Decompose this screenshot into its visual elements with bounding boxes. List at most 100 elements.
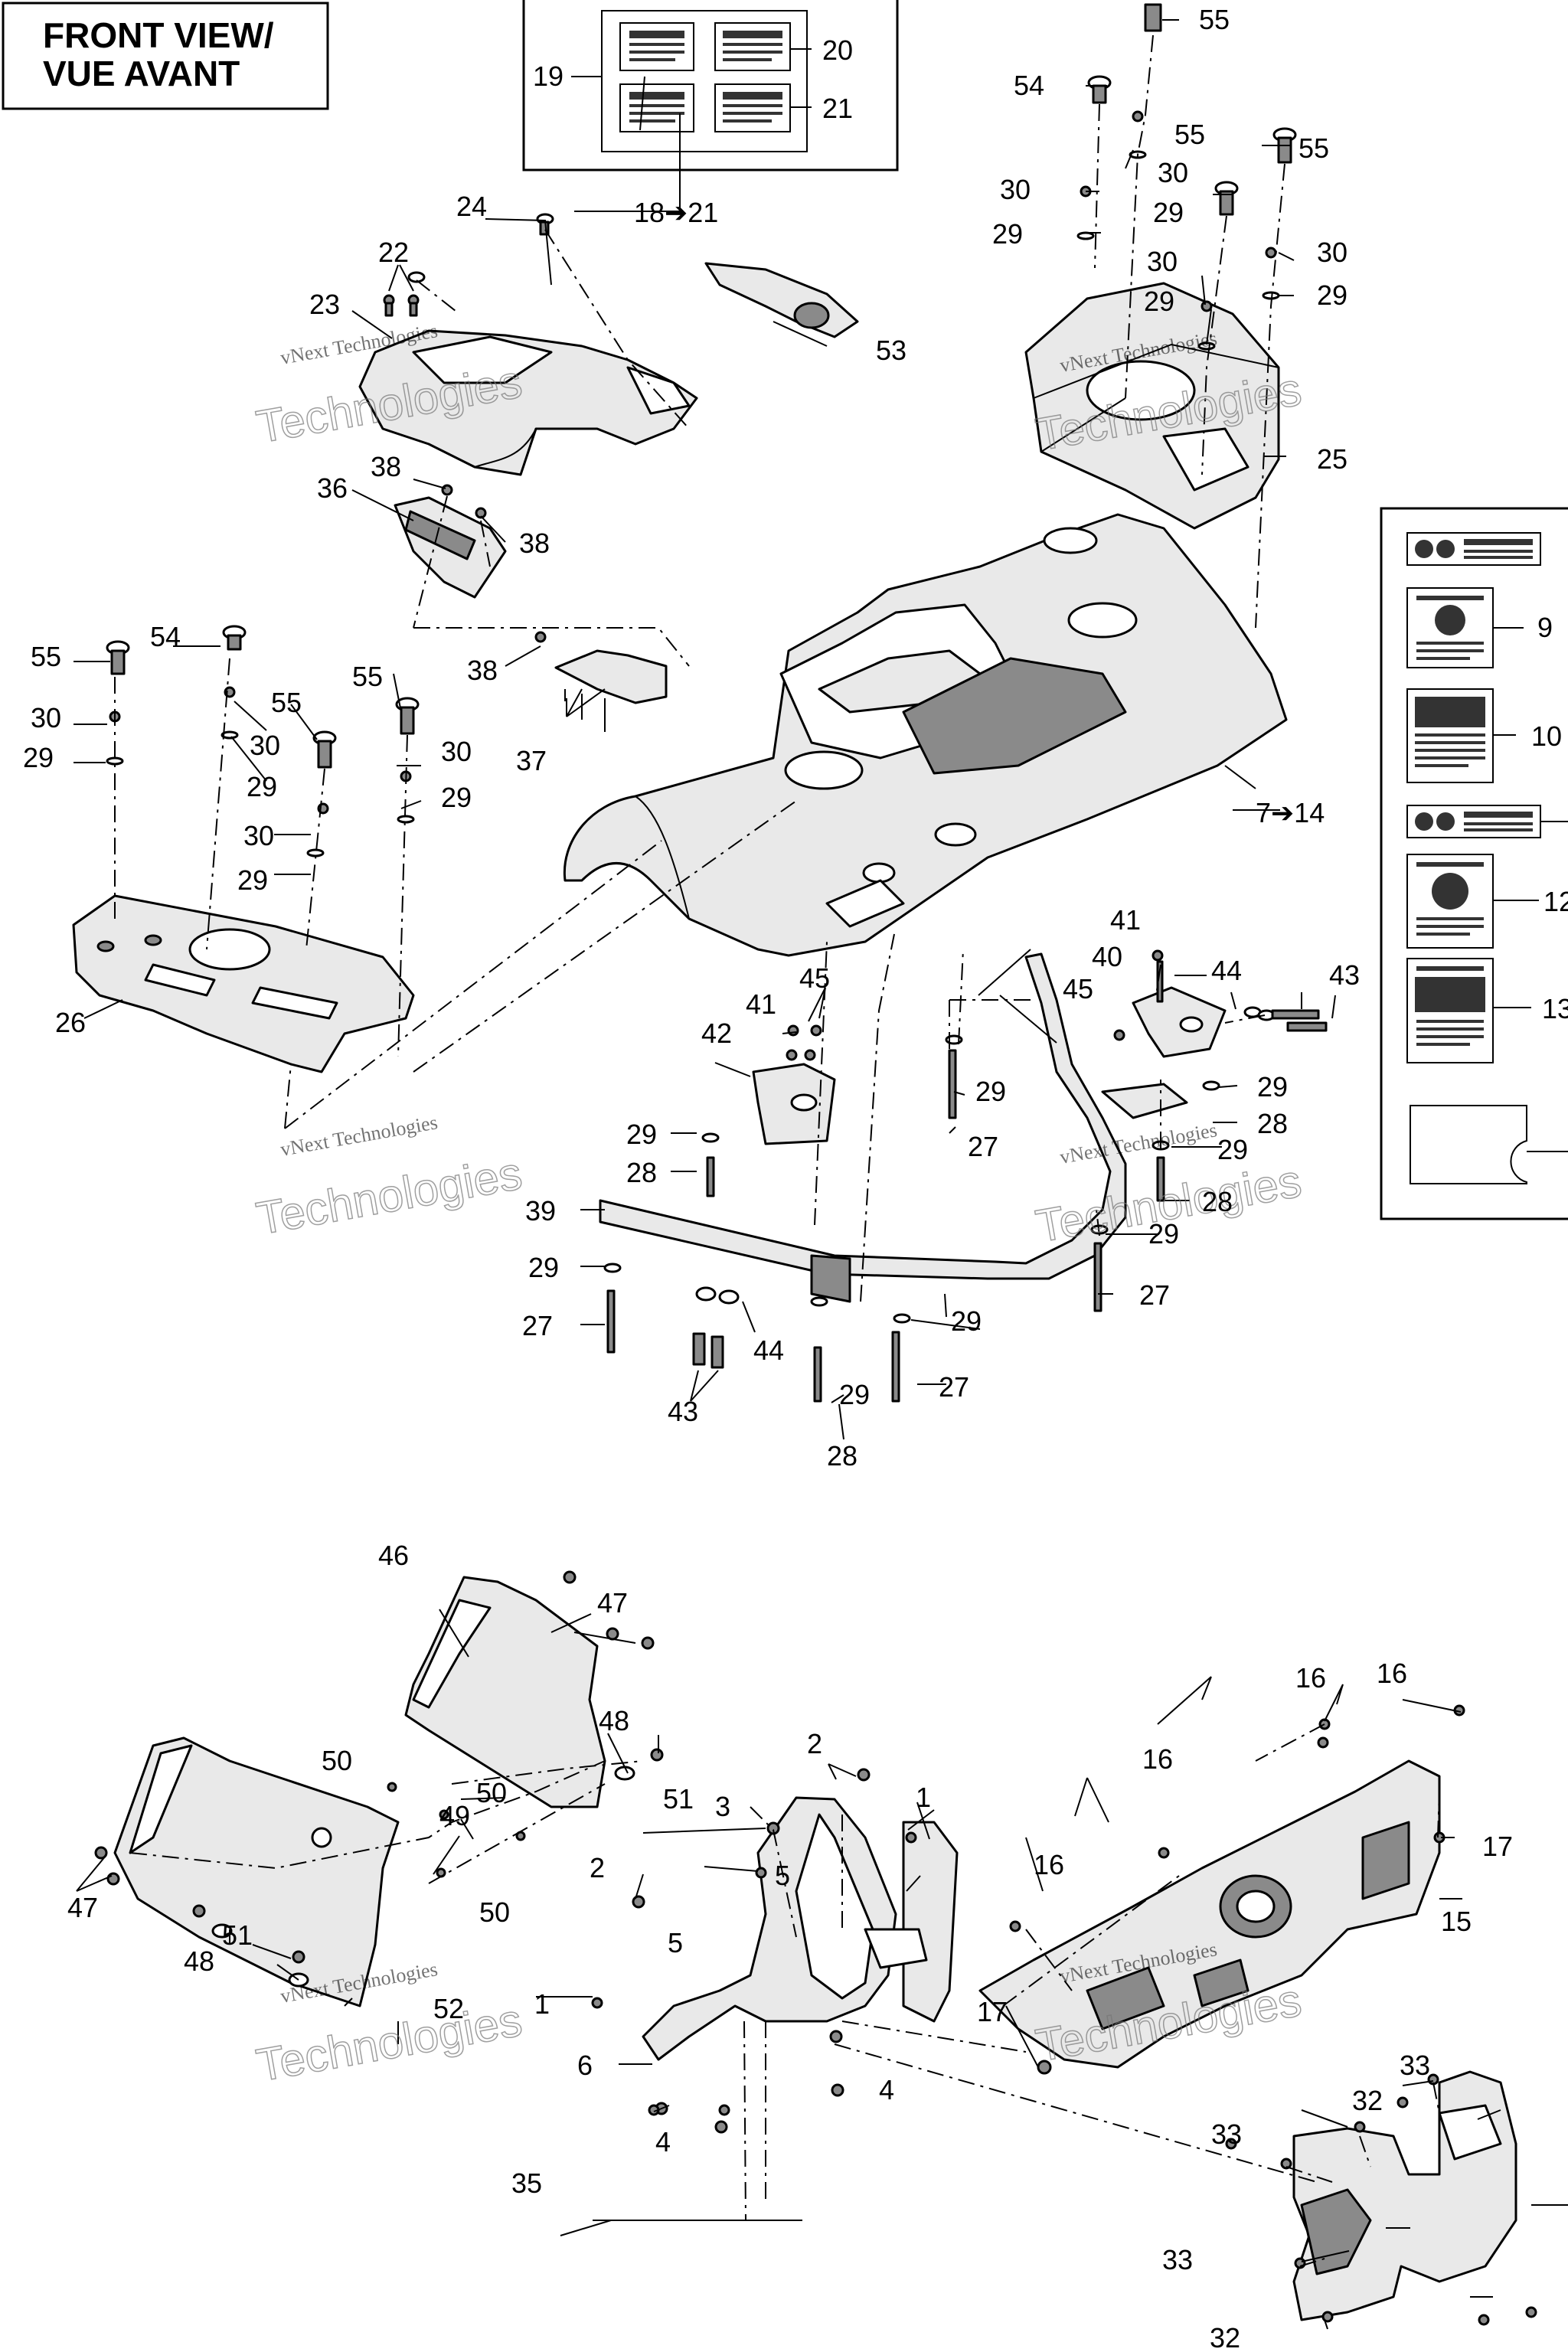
callout-29: 29 [23, 742, 54, 773]
watermark-text: vNext Technologies [279, 1111, 439, 1161]
callout-43: 43 [668, 1396, 698, 1427]
assembly-dash-lines [114, 34, 1440, 2267]
callout-29: 29 [441, 782, 472, 813]
screw-55-right [1272, 127, 1297, 164]
screw-55-center2 [395, 697, 420, 735]
callout-16: 16 [1377, 1658, 1407, 1689]
callout-30: 30 [31, 702, 61, 733]
callout-41: 41 [746, 988, 776, 1020]
callout-2: 2 [807, 1728, 822, 1759]
callout-38: 38 [467, 655, 498, 686]
callout-17: 17 [977, 1996, 1008, 2027]
callout-47: 47 [597, 1587, 628, 1619]
callout-18-to-21: 18➔21 [634, 197, 718, 228]
decal-14 [1410, 1105, 1527, 1184]
callout-2: 2 [590, 1852, 605, 1883]
callout-41: 41 [1110, 904, 1141, 936]
callout-49: 49 [439, 1800, 470, 1831]
callout-51: 51 [222, 1919, 253, 1951]
callout-48: 48 [184, 1945, 214, 1977]
callout-29: 29 [1217, 1134, 1248, 1165]
callout-30: 30 [1000, 174, 1031, 205]
watermark-text: vNext Technologies [1058, 1119, 1219, 1168]
grille-15 [978, 1759, 1441, 2069]
callout-29: 29 [951, 1305, 982, 1337]
screw-54-top [1087, 75, 1112, 104]
attention-decal-21 [714, 83, 791, 132]
callout-13: 13 [1542, 993, 1568, 1024]
callout-45: 45 [799, 962, 830, 994]
callout-30: 30 [1158, 157, 1188, 188]
callout-4: 4 [655, 2126, 671, 2158]
callout-30: 30 [1147, 246, 1178, 277]
caution-decal-18 [619, 22, 694, 71]
caution-decal-19 [619, 83, 694, 132]
callout-16: 16 [1295, 1662, 1326, 1694]
callout-20: 20 [822, 34, 853, 66]
bracket-37 [554, 649, 668, 732]
callout-28: 28 [1202, 1186, 1233, 1217]
callout-36: 36 [317, 472, 348, 504]
attention-decal-20 [714, 22, 791, 71]
view-title-line-2: VUE AVANT [43, 54, 240, 93]
callout-29: 29 [1153, 197, 1184, 228]
callout-28: 28 [626, 1157, 657, 1188]
callout-12: 12 [1544, 886, 1568, 917]
label-kit-box-18-21 [522, 0, 899, 172]
callout-43: 43 [1329, 959, 1360, 991]
callout-29: 29 [1148, 1218, 1179, 1250]
bracket-42 [752, 1063, 836, 1145]
callout-33: 33 [1400, 2050, 1430, 2081]
callout-29: 29 [247, 771, 277, 802]
callout-42: 42 [701, 1018, 732, 1049]
callout-45: 45 [1063, 973, 1093, 1004]
warning-decal-9 [1406, 587, 1494, 668]
callout-44: 44 [1211, 955, 1242, 986]
callout-30: 30 [441, 736, 472, 767]
view-title-line-1: FRONT VIEW/ [43, 15, 274, 55]
callout-29: 29 [839, 1379, 870, 1410]
leader-lines [74, 19, 1568, 2330]
callout-39: 39 [525, 1195, 556, 1227]
callout-3: 3 [715, 1791, 730, 1822]
callout-29: 29 [1257, 1071, 1288, 1102]
4wd-emblem-36 [394, 496, 507, 599]
callout-30: 30 [1317, 237, 1348, 268]
callout-1: 1 [534, 1988, 550, 2020]
callout-55: 55 [31, 641, 61, 672]
callout-27: 27 [522, 1310, 553, 1341]
side-panel-52 [113, 1736, 400, 2007]
callout-35: 35 [511, 2167, 542, 2199]
warning-decal-13 [1406, 958, 1494, 1063]
side-panel-46 [404, 1576, 606, 1808]
callout-15: 15 [1441, 1906, 1472, 1937]
callout-29: 29 [975, 1076, 1006, 1107]
warning-decal-11 [1406, 805, 1541, 838]
callout-9: 9 [1537, 612, 1553, 643]
screw-55-top [1144, 3, 1162, 32]
callout-6: 6 [577, 2050, 593, 2081]
callout-16: 16 [1034, 1849, 1064, 1880]
callout-5: 5 [668, 1927, 683, 1958]
warning-decal-8 [1406, 532, 1541, 566]
callout-29: 29 [992, 218, 1023, 250]
callout-29: 29 [1317, 279, 1348, 311]
plate-28 [1101, 1083, 1188, 1119]
callout-labels: 19 20 21 18➔21 24 22 23 53 38 36 38 38 3… [23, 4, 1568, 2352]
callout-30: 30 [243, 820, 274, 851]
callout-46: 46 [378, 1540, 409, 1571]
callout-27: 27 [939, 1371, 969, 1403]
callout-7-to-14: 7➔14 [1256, 797, 1325, 828]
callout-51: 51 [663, 1783, 694, 1815]
bracket-40 [1132, 986, 1227, 1058]
callout-54: 54 [150, 621, 181, 652]
callout-29: 29 [237, 864, 268, 896]
warning-decal-10 [1406, 688, 1494, 783]
callout-32: 32 [1352, 2085, 1383, 2116]
callout-29: 29 [626, 1119, 657, 1150]
callout-5: 5 [775, 1860, 790, 1891]
callout-55: 55 [1174, 119, 1205, 150]
callout-19: 19 [533, 60, 564, 92]
callout-55: 55 [352, 661, 383, 692]
